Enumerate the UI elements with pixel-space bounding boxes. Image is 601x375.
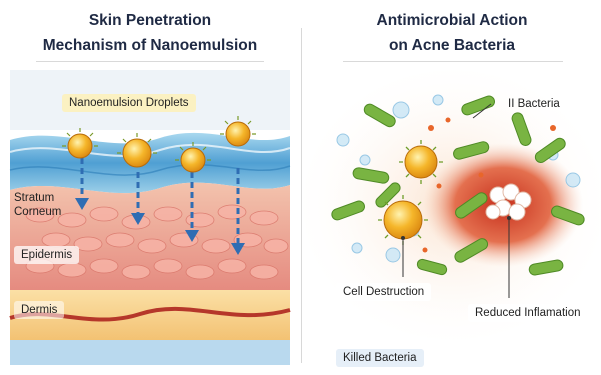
droplet-1: [68, 134, 92, 158]
stratum-corneum-layer: [10, 133, 290, 193]
reduced-inflammation-label: Reduced Inflamation: [468, 304, 587, 322]
subcutis-layer: [10, 340, 290, 365]
panel-divider: [301, 28, 302, 363]
antimicrobial-panel: Antimicrobial Action on Acne Bacteria: [303, 0, 601, 375]
droplets-label: Nanoemulsion Droplets: [62, 94, 196, 112]
droplet-2: [123, 139, 151, 167]
killed-bacteria-label: Killed Bacteria: [336, 349, 424, 367]
stratum-label-line1: Stratum: [14, 191, 61, 205]
attacking-droplet-1: [405, 146, 437, 178]
epidermis-label: Epidermis: [14, 246, 79, 264]
stratum-corneum-label: Stratum Corneum: [14, 191, 61, 219]
droplet-4: [226, 122, 250, 146]
stratum-label-line2: Corneum: [14, 205, 61, 219]
dermis-label: Dermis: [14, 301, 64, 319]
skin-penetration-panel: Skin Penetration Mechanism of Nanoemulsi…: [0, 0, 300, 375]
cell-destruction-label: Cell Destruction: [336, 283, 431, 301]
droplet-3: [181, 148, 205, 172]
bacteria-label: II Bacteria: [508, 98, 560, 110]
attacking-droplet-2: [384, 201, 422, 239]
